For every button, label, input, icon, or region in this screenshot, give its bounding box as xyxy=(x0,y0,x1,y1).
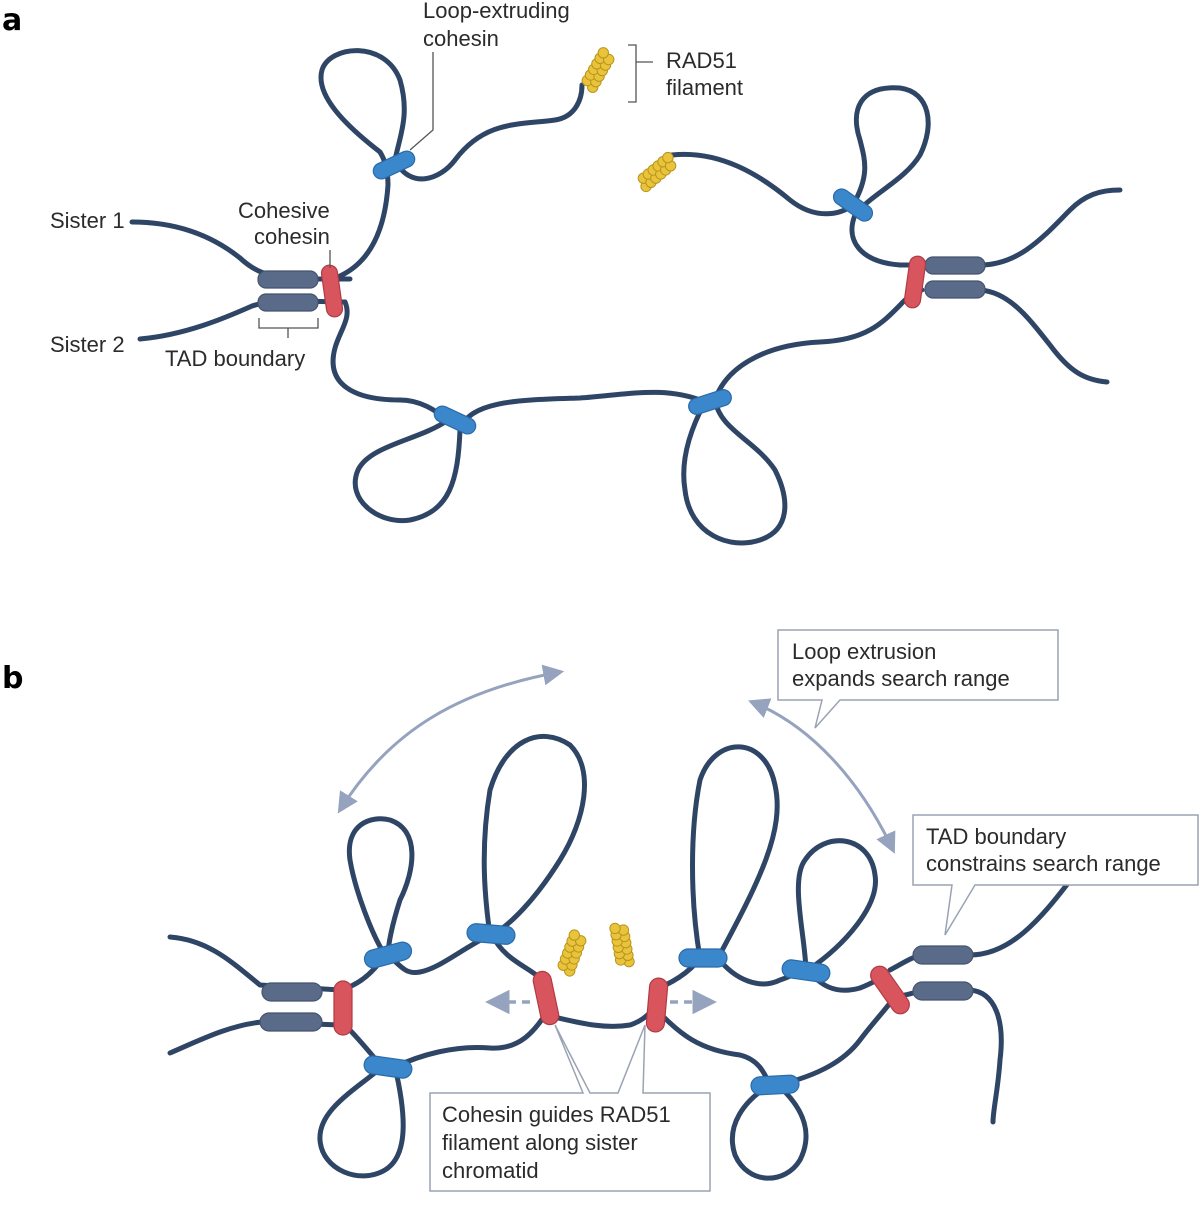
tad-boundary-left-1 xyxy=(257,270,319,289)
tad-callout-line1: TAD boundary xyxy=(926,824,1066,849)
rad51-bead xyxy=(568,929,580,941)
sister1-right-tail xyxy=(977,187,1123,268)
tad-boundary-right-2 xyxy=(924,280,986,299)
cohesive-cohesin-label-line2: cohesin xyxy=(254,224,330,249)
panel-a: a Sister 1 Sister 2 Cohesive xyxy=(2,0,1123,546)
loop-extrusion-callout-box xyxy=(777,629,1059,729)
loop-extruding-cohesin-b6 xyxy=(750,1074,800,1096)
cohesin-guides-callout-line1: Cohesin guides RAD51 xyxy=(442,1102,671,1127)
loop-extruding-cohesin-label-line1: Loop-extruding xyxy=(423,0,570,23)
loop-extruding-cohesin-b1 xyxy=(363,941,413,969)
loop-extrusion-callout-line2: expands search range xyxy=(792,666,1010,691)
sister2-lower-strand xyxy=(330,287,925,546)
loop-extrusion-callout-line1: Loop extrusion xyxy=(792,639,936,664)
cohesive-cohesin-label-line1: Cohesive xyxy=(238,198,330,223)
rad51-filament-label-line2: filament xyxy=(666,75,743,100)
loop-extruding-cohesin-a1 xyxy=(372,150,416,180)
tad-callout-line2: constrains search range xyxy=(926,851,1161,876)
panel-b: b xyxy=(2,629,1199,1192)
loop-extruding-cohesin-b4 xyxy=(781,959,831,983)
b-upper-strand-right xyxy=(649,744,890,993)
loop-extruding-cohesin-b3 xyxy=(678,948,728,968)
loop-extruding-cohesin-a2 xyxy=(832,188,874,222)
rad51-filament-b-right xyxy=(609,922,635,968)
right-range-arrow xyxy=(748,698,896,854)
rad51-bead xyxy=(597,47,609,59)
rad51-filament-b-left xyxy=(557,929,587,977)
cohesive-cohesin-right xyxy=(903,255,927,309)
b-tad-boundary-left-2 xyxy=(259,1012,323,1032)
tad-boundary-bracket xyxy=(258,318,319,338)
b-sister2-right-tail xyxy=(902,987,1004,1125)
tad-boundary-left-2 xyxy=(257,293,319,312)
loop-extruding-cohesin-a3 xyxy=(433,405,477,435)
cohesive-cohesin-left xyxy=(320,264,344,318)
cohesin-guides-callout-line3: chromatid xyxy=(442,1158,539,1183)
panel-a-label: a xyxy=(2,3,22,38)
b-tad-boundary-right-1 xyxy=(912,945,974,965)
loop-extruding-cohesin-leader xyxy=(409,52,434,151)
b-tad-boundary-left-1 xyxy=(261,982,323,1002)
b-cohesive-cohesin-mid-left xyxy=(532,970,560,1026)
cohesin-guides-callout-box xyxy=(429,1024,711,1192)
rad51-bead xyxy=(609,922,621,935)
sister1-upper-strand xyxy=(318,48,585,279)
rad51-bead xyxy=(662,151,674,164)
b-cohesive-cohesin-mid-right xyxy=(645,977,669,1033)
b-cohesive-cohesin-right xyxy=(870,965,910,1015)
rad51-filament-lower xyxy=(637,151,677,193)
left-range-arrow xyxy=(337,664,565,814)
b-upper-strand xyxy=(337,734,587,993)
panel-b-label: b xyxy=(2,661,23,696)
b-lower-strand xyxy=(317,989,901,1181)
rad51-bracket xyxy=(628,44,653,103)
b-sister1-left-tail xyxy=(167,934,343,993)
sister2-right-tail xyxy=(977,287,1110,385)
sister2-label: Sister 2 xyxy=(50,332,125,357)
loop-extruding-cohesin-label-line2: cohesin xyxy=(423,26,499,51)
sister1-label: Sister 1 xyxy=(50,208,125,233)
tad-boundary-label: TAD boundary xyxy=(165,346,305,371)
rad51-filament-label-line1: RAD51 xyxy=(666,48,737,73)
loop-extruding-cohesin-a4 xyxy=(688,389,732,415)
tad-boundary-right-1 xyxy=(924,256,986,275)
loop-extruding-cohesin-b2 xyxy=(466,923,516,945)
sister1-right-strand xyxy=(669,85,933,268)
tad-callout-box xyxy=(912,814,1199,936)
loop-extruding-cohesin-b5 xyxy=(363,1055,413,1079)
cohesin-guides-callout-line2: filament along sister xyxy=(442,1130,638,1155)
b-cohesive-cohesin-left xyxy=(333,980,353,1036)
b-tad-boundary-right-2 xyxy=(912,981,974,1001)
rad51-filament-upper xyxy=(581,47,615,93)
b-sister1-right-tail xyxy=(887,875,1075,973)
